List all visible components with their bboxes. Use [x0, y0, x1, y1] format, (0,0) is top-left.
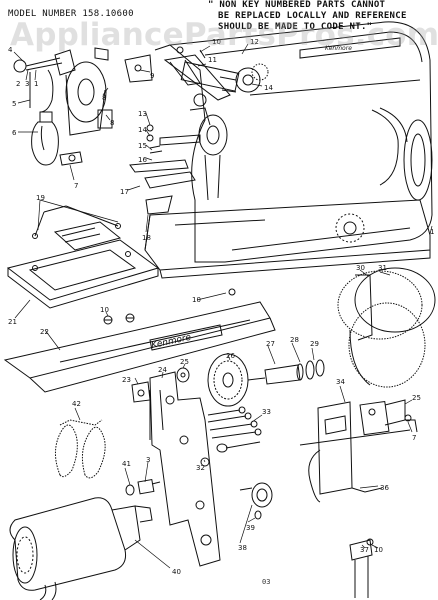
- callout-6: 6: [12, 129, 17, 137]
- callout-3-top: 3: [25, 80, 29, 88]
- callout-14-right: 14: [264, 84, 273, 92]
- callout-10-bottom: 10: [374, 546, 383, 554]
- callout-36: 36: [380, 484, 389, 492]
- slide-plate-assembly: [6, 205, 160, 309]
- drive-belt-rings: [337, 267, 436, 388]
- callout-34: 34: [336, 378, 345, 386]
- screws-row: [103, 288, 236, 325]
- callout-4: 4: [8, 46, 13, 54]
- callout-37: 37: [360, 546, 369, 554]
- callout-38: 38: [238, 544, 247, 552]
- callout-10-mid: 10: [192, 296, 201, 304]
- callout-30: 30: [356, 264, 365, 272]
- cable-ties: [55, 419, 106, 479]
- callout-23: 23: [122, 376, 131, 384]
- tension-assembly: [13, 47, 113, 136]
- small-clip-parts: [125, 478, 161, 496]
- callout-2: 2: [16, 80, 20, 88]
- callout-26: 26: [226, 352, 235, 360]
- callout-12: 12: [250, 38, 259, 46]
- callout-13: 13: [138, 110, 147, 118]
- callout-40: 40: [172, 568, 181, 576]
- model-number: MODEL NUMBER 158.10600: [8, 9, 134, 19]
- callout-25-left: 25: [180, 358, 189, 366]
- light-bulb: [31, 111, 59, 166]
- callout-39: 39: [246, 524, 255, 532]
- motor: [9, 497, 153, 600]
- callout-32: 32: [196, 464, 205, 472]
- left-small-parts: [59, 151, 83, 166]
- callout-7-left: 7: [74, 182, 78, 190]
- needle-bar-assembly: [129, 93, 228, 215]
- leader-lines: [13, 43, 433, 569]
- callout-17: 17: [120, 188, 129, 196]
- callout-9: 9: [150, 72, 154, 80]
- callout-41: 41: [122, 460, 131, 468]
- callout-8: 8: [110, 119, 114, 127]
- callout-33: 33: [262, 408, 271, 416]
- callout-1-right: 1: [430, 228, 434, 236]
- machine-head: Kenmore: [144, 21, 433, 279]
- callout-28: 28: [290, 336, 299, 344]
- throat-plate: [53, 221, 122, 251]
- callout-31: 31: [378, 264, 387, 272]
- upper-mechanism: [124, 44, 269, 101]
- screws-33: [200, 406, 262, 467]
- machine-badge-text: Kenmore: [325, 45, 352, 52]
- parts-note-line-2: BE REPLACED LOCALLY AND REFERENCE: [218, 11, 407, 21]
- machine-nameplate: [299, 37, 401, 59]
- front-cover-plate: Kenmore: [3, 301, 276, 393]
- callout-labels: 4 2 3 1 5 6 8 8 7 9 10 11 12 14 13 14 15…: [8, 38, 434, 576]
- callout-22: 22: [40, 328, 49, 336]
- parts-note-line-1: " NON KEY NUMBERED PARTS CANNOT: [208, 0, 386, 10]
- switch-assembly: [299, 399, 418, 503]
- callout-11: 11: [208, 56, 217, 64]
- callout-10-top: 10: [212, 38, 221, 46]
- callout-21: 21: [8, 318, 17, 326]
- callout-7-right: 7: [412, 434, 416, 442]
- parts-note-line-3: SHOULD BE MADE TO CODE NT.": [218, 22, 373, 32]
- callout-8-left: 8: [102, 94, 106, 102]
- callout-29: 29: [310, 340, 319, 348]
- callout-14: 14: [138, 126, 147, 134]
- bracket-plate-23: [131, 381, 151, 403]
- callout-15: 15: [138, 142, 147, 150]
- callout-5: 5: [12, 100, 16, 108]
- callout-18: 18: [142, 234, 151, 242]
- callout-25-right: 25: [412, 394, 421, 402]
- bottom-right-part: [349, 538, 374, 598]
- footer-mark: 03: [262, 578, 271, 586]
- callout-3-bottom: 3: [146, 456, 150, 464]
- callout-10-plate: 10: [100, 306, 109, 314]
- presser-bar: [129, 159, 189, 173]
- callout-42: 42: [72, 400, 81, 408]
- callout-27: 27: [266, 340, 275, 348]
- gear-shaft-assembly: [176, 353, 325, 407]
- pulley-assembly: [239, 482, 273, 520]
- callout-24: 24: [158, 366, 167, 374]
- motor-bracket: [131, 371, 221, 567]
- callout-1-top: 1: [34, 80, 38, 88]
- callout-19: 19: [36, 194, 45, 202]
- callout-16: 16: [138, 156, 147, 164]
